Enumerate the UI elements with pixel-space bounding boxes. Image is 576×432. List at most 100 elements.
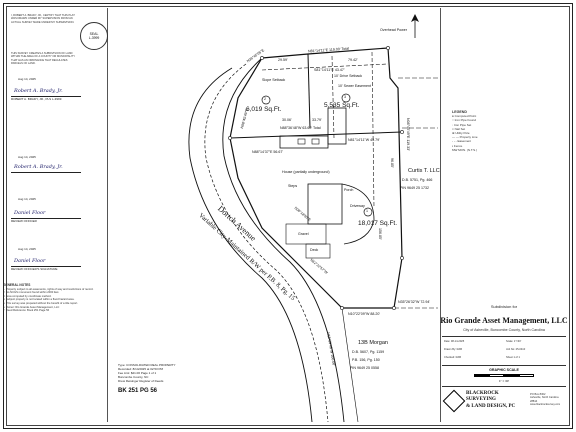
note-item: 4. Subject property is not located withi… [3, 298, 75, 302]
adjoiner-line [341, 307, 359, 422]
lot-number: 1 [366, 209, 368, 213]
map-note: Gravel [298, 232, 309, 236]
recording-info: Drew Reisinger Register of Deeds [118, 379, 164, 383]
lot-line [307, 53, 311, 129]
map-note: Overhead Power [380, 28, 407, 32]
date: Aug 14, 2025 [18, 77, 36, 81]
street-centerline [204, 63, 329, 422]
title-block-field: Drawn By: RAB [444, 348, 463, 351]
title-block-field: Checked: RAB [444, 356, 462, 359]
note-item: 5. This survey was prepared without the … [3, 301, 78, 305]
certificate-text: I, ROBERT A. BRADY, JR., CERTIFY THAT TH… [11, 14, 75, 24]
plat-linework [188, 46, 438, 422]
north-arrow-icon [411, 14, 419, 38]
scale-bar-segment [519, 374, 534, 377]
general-notes-title: GENERAL NOTES [3, 283, 31, 287]
dimension-label: 79.42' [348, 58, 358, 62]
legend-item: - - - Easement [452, 139, 472, 144]
adjoiner-deed: D.B. 5751, Pg. 466 [402, 178, 433, 182]
lot-area: 5,535 Sq.Ft. [324, 102, 360, 109]
bearing-label: S81°14'11"E 43.47' [314, 68, 345, 72]
recording-info: Buncombe County, NC [118, 375, 149, 379]
easement-line [331, 55, 335, 139]
iron-pipe-marker [386, 46, 390, 50]
signature-line [11, 88, 81, 97]
iron-pipe-marker [392, 306, 396, 310]
right-column [440, 8, 568, 422]
firm-address-line: PO Box 8302 [530, 393, 546, 396]
map-note: 10' Sewer Easement [338, 84, 372, 88]
house-footprint [307, 183, 343, 225]
scale-bar-segment [489, 374, 504, 377]
signature: Robert A. Brady, Jr. [14, 164, 63, 170]
firm-address-line: Asheville, North Carolina [530, 396, 559, 400]
graphic-scale: GRAPHIC SCALE 1" = 30' [442, 368, 566, 384]
adjoiner-pin: PIN 9649 25 1732 [400, 186, 429, 190]
signature: Daniel Floor [14, 210, 46, 216]
adjoiner-name: Curtis T. LLC [408, 168, 440, 174]
map-note: Slope Setback [262, 78, 286, 82]
dimension-label: 30.06' [282, 118, 292, 122]
iron-pipe-marker [260, 56, 264, 60]
seal-number: L-3999 [88, 36, 100, 40]
legend-item: MW MON. (N.T.S.) [452, 147, 477, 152]
date: Aug 14, 2025 [18, 247, 36, 251]
scale-bar-segment [474, 374, 489, 377]
recording-info: Recorded: 8/14/2025 at 02:53 PM [118, 367, 164, 371]
signature: Robert A. Brady, Jr. [14, 88, 63, 94]
signer-role: REVIEW OFFICER'S SIGNATURE [11, 267, 58, 271]
recording-info: Fee Amt: $21.00 Page 1 of 1 [118, 371, 157, 375]
plat-drawing: 2 6,019 Sq.Ft. 3 5,535 Sq.Ft. 1 18,017 S… [112, 8, 440, 422]
signature: Daniel Floor [14, 258, 46, 264]
general-notes: GENERAL NOTES 1. Property subject to all… [3, 283, 97, 313]
legend-item: — — Property Line [452, 135, 478, 140]
bearing-label: N10°22'09"W 88.20' [348, 312, 381, 316]
note-item: 3. Area computed by coordinate method. [3, 294, 52, 298]
legend-item: ◦ Iron Pipe Set [452, 122, 472, 127]
title-block-location: City of Asheville, Buncombe County, Nort… [463, 328, 545, 332]
graphic-scale-units: 1" = 30' [498, 379, 510, 383]
scale-bar-segment [504, 374, 519, 377]
firm-name-line: BLACKROCK [466, 391, 499, 396]
legend-item: ● Computed Point [452, 114, 477, 119]
map-note: Driveway [350, 204, 365, 208]
certification-column: SEAL L-3999 I, ROBERT A. BRADY, JR., CER… [8, 8, 108, 422]
dimension-label: 96.85' [390, 158, 394, 168]
easement-line [371, 51, 375, 209]
bearing-label: N88°36'48"W 63.60' Total [280, 126, 321, 130]
adjoiner-name: 13B Morgan [358, 340, 388, 346]
deck [305, 243, 331, 259]
firm-name-line: SURVEYING [466, 397, 496, 403]
map-note: Steps [288, 184, 298, 188]
surveyor-seal: SEAL L-3999 [80, 22, 108, 50]
title-block-owner: Rio Grande Asset Management, LLC [440, 316, 568, 325]
lot-number-circle [261, 95, 271, 105]
iron-pipe-marker [340, 306, 344, 310]
street-edge [188, 67, 313, 422]
seal-text: SEAL [89, 32, 99, 36]
surveyor-firm-block: BLACKROCK SURVEYING & LAND DESIGN, PC PO… [442, 386, 566, 421]
firm-name-line: & LAND DESIGN, PC [466, 403, 516, 409]
bearing-label: N08°45'49"E 119.33' [406, 118, 410, 151]
adjoiner-deed: D.B. 5607, Pg. 1159 [352, 350, 385, 354]
note-item: 1. Property subject to all easements, ri… [3, 287, 94, 291]
dimension-label: 156.85' [378, 228, 382, 240]
lot-number: 3 [344, 95, 346, 99]
firm-address: PO Box 8302 Asheville, North Carolina 28… [530, 393, 560, 407]
firm-address-line: 28814 [530, 399, 538, 403]
dimension-label: 33.79' [312, 118, 322, 122]
legend-title: LEGEND [452, 110, 467, 114]
map-note: 10' Drive Setback [334, 74, 363, 78]
date: Aug 14, 2025 [18, 155, 36, 159]
skylight [297, 138, 306, 145]
street-edge [222, 57, 345, 422]
recording-info: Type: CONSOLIDATED REAL PROPERTY [118, 363, 176, 367]
note-item: 2. No NCGS monument found within 2000 fe… [3, 291, 60, 295]
iron-pipe-marker [228, 136, 232, 140]
firm-logo-icon [442, 389, 466, 413]
lot-number-circle [363, 207, 373, 217]
signer-role: ROBERT A. BRADY, JR., PLS L-3999 [11, 97, 62, 101]
bearing-label: N35°26'32"W 72.94' [398, 300, 431, 304]
title-block-field: Date: 08-14-2025 [444, 340, 465, 343]
signature-line [11, 210, 81, 219]
